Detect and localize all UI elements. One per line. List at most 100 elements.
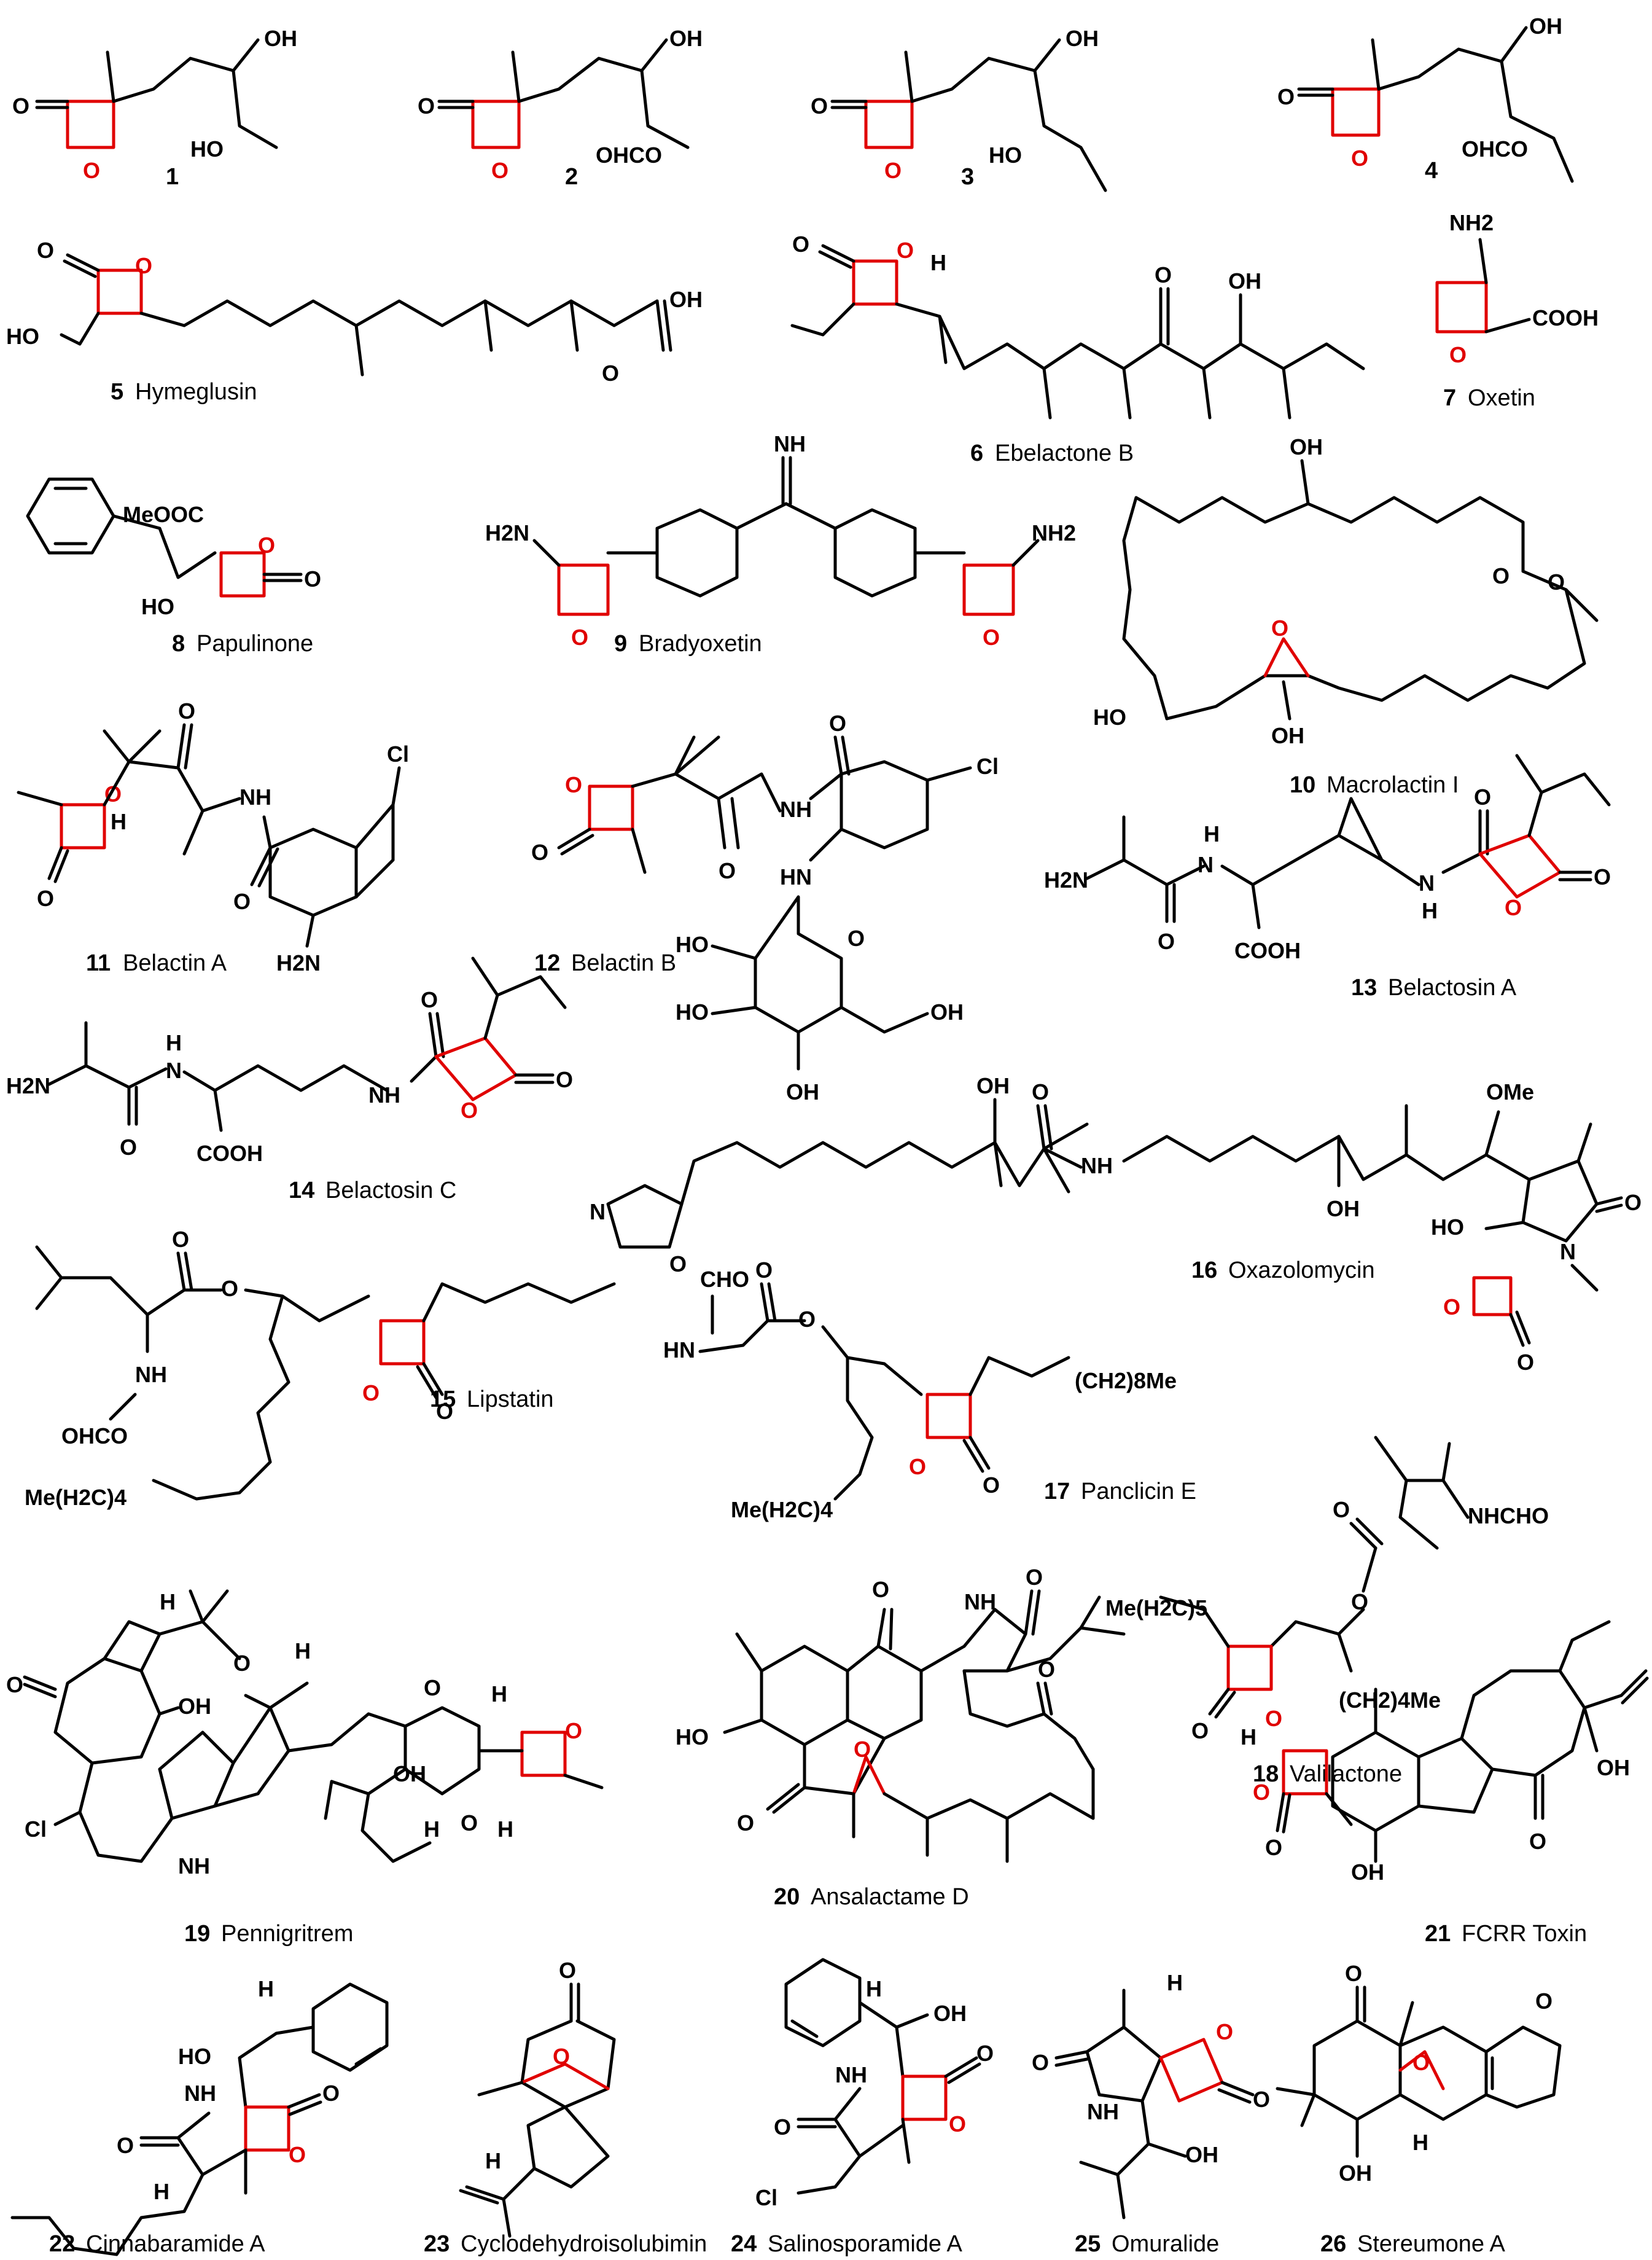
atom-o: O: [1529, 1829, 1546, 1854]
atom-o: O: [774, 2114, 791, 2140]
atom-o: O: [436, 1399, 453, 1424]
atom-o: O: [117, 2133, 134, 2158]
atom-o: O: [1265, 1835, 1282, 1860]
atom-o: O: [421, 987, 438, 1012]
ring-oxygen: O: [1253, 1780, 1270, 1805]
ring-oxygen: O: [553, 2044, 570, 2069]
atom-o: O: [172, 1227, 189, 1252]
atom-o: O: [556, 1067, 573, 1092]
compound-number: 2: [565, 164, 578, 190]
atom-nh2: NH2: [1032, 520, 1076, 545]
atom-n: N: [1419, 870, 1435, 896]
compound-20: HO O O O NH O O 20 Ansalactame D: [676, 1565, 1126, 1910]
compound-number: 11: [86, 950, 111, 976]
atom-o: O: [1032, 2050, 1049, 2075]
atom-o: O: [178, 698, 195, 724]
atom-o: O: [1026, 1565, 1043, 1590]
compound-name: Macrolactin I: [1327, 772, 1459, 798]
atom-oh: OH: [1339, 2160, 1372, 2186]
atom-o: O: [1492, 563, 1510, 588]
compound-name: Oxetin: [1468, 385, 1535, 411]
atom-h2n: H2N: [6, 1073, 50, 1098]
atom-nh: NH: [135, 1362, 167, 1387]
compound-16: N O OH O NH OH OMe O N HO O O 16 Oxazolo…: [590, 1073, 1642, 1375]
compound-6: O O H O OH 6 Ebelactone B: [790, 232, 1365, 466]
compound-23: O O H 23 Cyclodehydroisolubimin: [424, 1958, 707, 2257]
atom-oh: OH: [930, 999, 964, 1025]
atom-h: H: [1422, 898, 1438, 923]
atom-h: H: [160, 1589, 176, 1614]
atom-o: O: [304, 566, 321, 592]
compound-name: Papulinone: [197, 631, 313, 657]
atom-o: O: [37, 886, 54, 911]
atom-cl: Cl: [755, 2185, 777, 2210]
atom-oh: OH: [1271, 723, 1304, 748]
atom-ch2-4me: (CH2)4Me: [1339, 1687, 1441, 1713]
ring-oxygen: O: [1505, 895, 1522, 920]
atom-o: O: [233, 889, 251, 914]
compound-14: H2N O H N COOH NH O O O 14 Belactosin C: [6, 956, 573, 1203]
compound-name: Hymeglusin: [135, 379, 257, 405]
compound-number: 25: [1075, 2231, 1101, 2257]
atom-meooc: MeOOC: [123, 502, 204, 527]
ring-oxygen: O: [884, 158, 902, 183]
atom-o: O: [120, 1135, 137, 1160]
compound-9: NH O H2N O NH2 9 Bradyoxetin: [485, 431, 1076, 657]
compound-number: 21: [1425, 1921, 1451, 1947]
compound-number: 24: [731, 2231, 757, 2257]
atom-o: O: [1155, 262, 1172, 287]
compound-number: 26: [1320, 2231, 1346, 2257]
atom-ohco: OHCO: [1462, 136, 1528, 162]
atom-oh: OH: [933, 2001, 967, 2026]
compound-number: 17: [1044, 1479, 1070, 1504]
atom-ch2-8me: (CH2)8Me: [1075, 1368, 1177, 1393]
atom-h2n: H2N: [1044, 867, 1088, 893]
atom-o: O: [424, 1675, 441, 1700]
atom-oh: OH: [976, 1073, 1010, 1098]
atom-ho: HO: [676, 932, 709, 957]
compound-4: O O OH OHCO 4: [1277, 14, 1574, 184]
atom-o: O: [418, 93, 435, 119]
atom-nh: NH: [178, 1853, 210, 1879]
atom-oh: OH: [1228, 268, 1261, 294]
atom-n: N: [1560, 1239, 1576, 1264]
atom-oh: OH: [1185, 2142, 1218, 2167]
atom-o: O: [737, 1810, 754, 1836]
atom-o: O: [6, 1672, 23, 1697]
atom-o: O: [976, 2041, 994, 2066]
atom-h: H: [930, 250, 946, 275]
atom-nh: NH: [368, 1082, 400, 1108]
compound-name: Belactin A: [123, 950, 227, 976]
atom-nh-imine: NH: [774, 431, 806, 456]
compound-number: 3: [961, 164, 974, 190]
compound-number: 19: [184, 1921, 210, 1947]
compound-name: Belactin B: [571, 950, 676, 976]
compound-number: 23: [424, 2231, 450, 2257]
atom-nh: NH: [240, 784, 271, 810]
atom-n: N: [166, 1058, 182, 1083]
atom-o: O: [1032, 1079, 1049, 1105]
atom-h: H: [1204, 821, 1220, 847]
compound-24: H OH NH O O O Cl 24 Salinosporamide A: [731, 1958, 994, 2257]
atom-ho: HO: [676, 999, 709, 1025]
atom-o: O: [1038, 1657, 1055, 1682]
compound-number: 13: [1351, 975, 1377, 1001]
atom-n: N: [1198, 852, 1214, 877]
atom-cooh: COOH: [197, 1141, 263, 1166]
atom-o: O: [1253, 2087, 1270, 2112]
compound-19: H O O OH Cl NH H OH O H O H H O 19 Penni…: [6, 1589, 604, 1947]
ring-oxygen: O: [854, 1737, 871, 1762]
compound-name: Salinosporamide A: [768, 2231, 963, 2257]
atom-h2n: H2N: [276, 950, 321, 976]
compound-13: H2N O H N COOH N H O O O 13 Belactosin A: [1044, 754, 1611, 1001]
atom-oh: OH: [669, 26, 703, 51]
atom-o: O: [872, 1577, 889, 1602]
compound-name: Panclicin E: [1081, 1479, 1196, 1504]
atom-ho: HO: [141, 594, 174, 619]
atom-o: O: [531, 840, 548, 865]
atom-h: H: [424, 1816, 440, 1842]
atom-oh: OH: [669, 287, 703, 312]
atom-o: O: [1535, 1988, 1553, 2014]
atom-h2n: H2N: [485, 520, 529, 545]
atom-nh: NH: [184, 2081, 216, 2106]
